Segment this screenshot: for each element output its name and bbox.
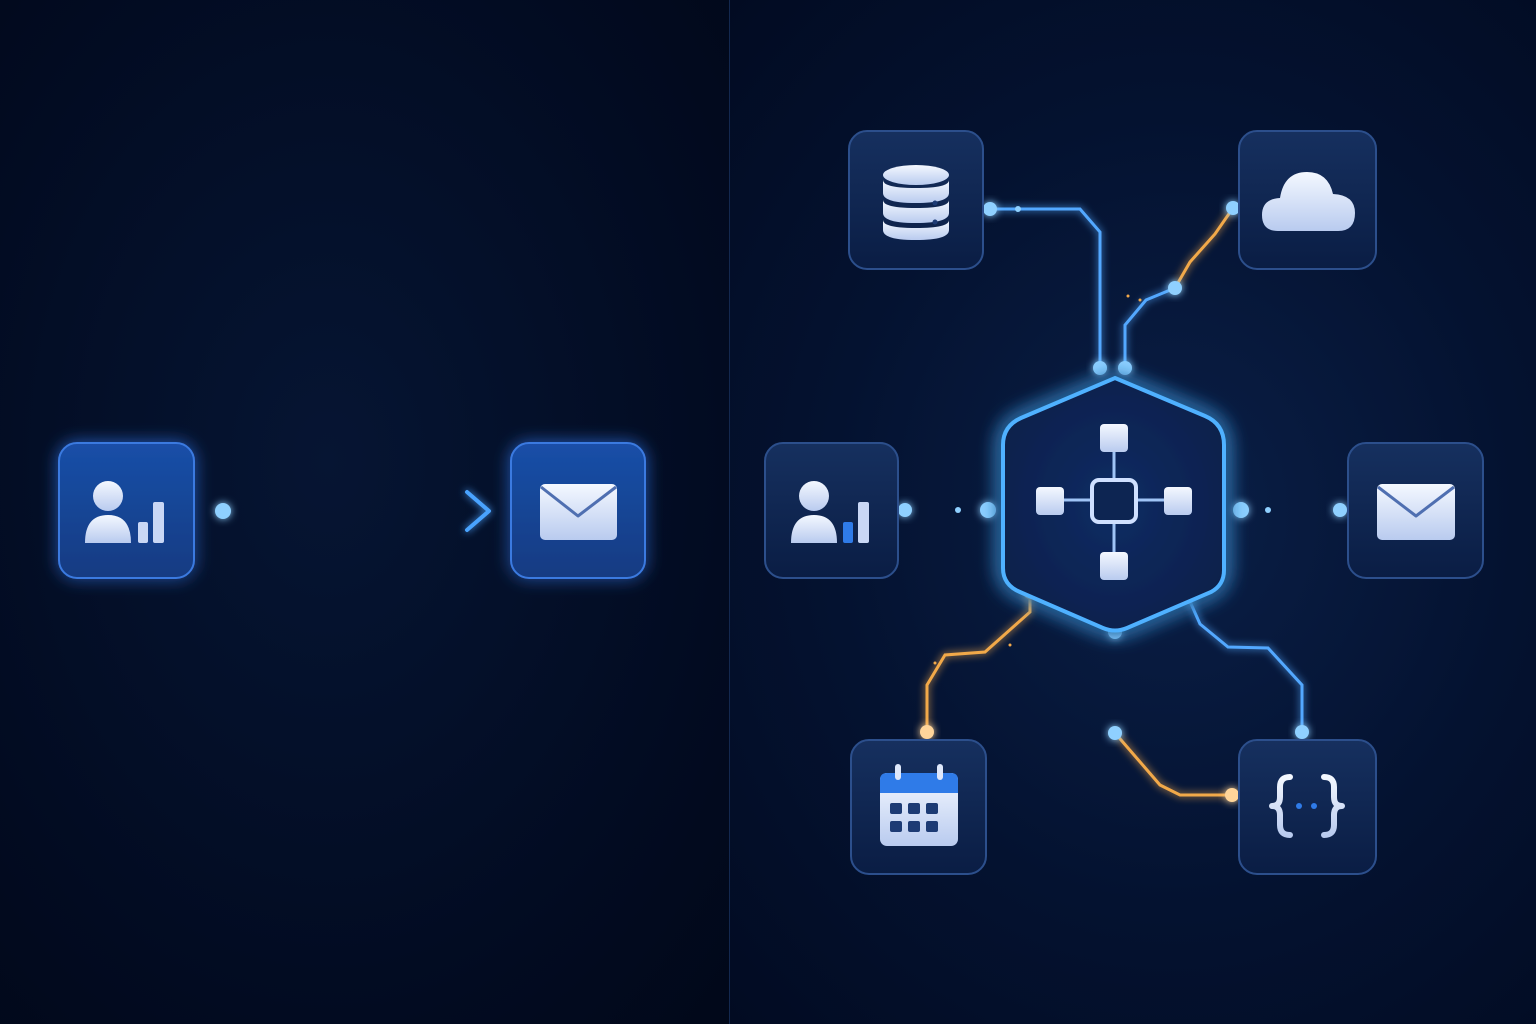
code-node bbox=[1238, 739, 1377, 875]
user-chart-icon bbox=[85, 481, 164, 543]
left-contacts-node bbox=[58, 442, 195, 579]
user-chart-icon bbox=[791, 481, 869, 543]
network-hub-icon bbox=[1036, 424, 1192, 580]
database-node bbox=[848, 130, 984, 270]
link-cloud-hub-orange bbox=[1173, 207, 1235, 289]
left-email-node bbox=[510, 442, 646, 579]
cloud-node bbox=[1238, 130, 1377, 270]
link-cloud-hub-blue bbox=[1123, 286, 1176, 368]
left-link bbox=[215, 490, 491, 532]
database-icon bbox=[883, 165, 949, 240]
link-hub-calendar bbox=[925, 592, 1032, 730]
cloud-icon bbox=[1262, 172, 1355, 231]
right-email-node bbox=[1347, 442, 1484, 579]
right-links bbox=[905, 207, 1340, 797]
link-hub-code-orange bbox=[1113, 732, 1232, 797]
link-hub-code-blue bbox=[1186, 596, 1304, 730]
link-database-hub bbox=[990, 207, 1102, 368]
integration-hub bbox=[1001, 375, 1226, 633]
code-braces-icon bbox=[1269, 774, 1345, 838]
mail-icon bbox=[1377, 484, 1455, 540]
right-contacts-node bbox=[764, 442, 899, 579]
panel-divider bbox=[729, 0, 730, 1024]
mail-icon bbox=[540, 484, 617, 540]
calendar-icon bbox=[880, 764, 958, 846]
calendar-node bbox=[850, 739, 987, 875]
